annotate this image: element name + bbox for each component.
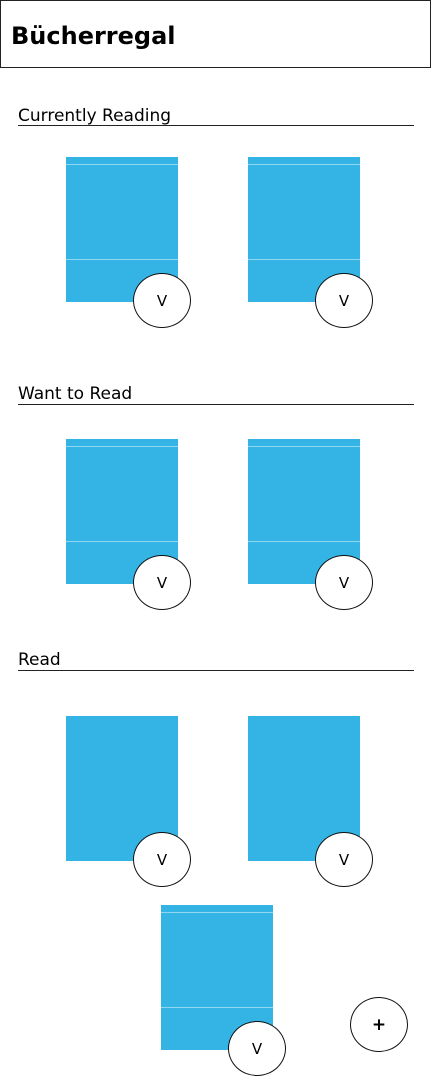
cover-stripe xyxy=(66,259,178,260)
book-shelf-menu-button[interactable]: V xyxy=(315,832,373,887)
app-title: Bücherregal xyxy=(11,22,176,50)
cover-stripe xyxy=(248,541,360,542)
shelf-title-want-to-read: Want to Read xyxy=(18,384,133,404)
shelf-title-currently-reading: Currently Reading xyxy=(18,106,172,126)
book-shelf-menu-button[interactable]: V xyxy=(315,273,373,328)
book-shelf-menu-button[interactable]: V xyxy=(133,273,191,328)
shelf-divider xyxy=(18,125,414,126)
cover-stripe xyxy=(161,912,273,913)
add-book-button[interactable]: + xyxy=(350,997,408,1052)
cover-stripe xyxy=(66,446,178,447)
shelf-divider xyxy=(18,670,414,671)
book-shelf-menu-button[interactable]: V xyxy=(133,832,191,887)
cover-stripe xyxy=(66,164,178,165)
cover-stripe xyxy=(248,446,360,447)
app-header: Bücherregal xyxy=(0,0,431,68)
cover-stripe xyxy=(161,1007,273,1008)
shelf-divider xyxy=(18,404,414,405)
book-shelf-menu-button[interactable]: V xyxy=(315,555,373,610)
cover-stripe xyxy=(248,259,360,260)
cover-stripe xyxy=(248,164,360,165)
book-shelf-menu-button[interactable]: V xyxy=(228,1021,286,1076)
book-shelf-menu-button[interactable]: V xyxy=(133,555,191,610)
cover-stripe xyxy=(66,541,178,542)
shelf-title-read: Read xyxy=(18,650,61,670)
